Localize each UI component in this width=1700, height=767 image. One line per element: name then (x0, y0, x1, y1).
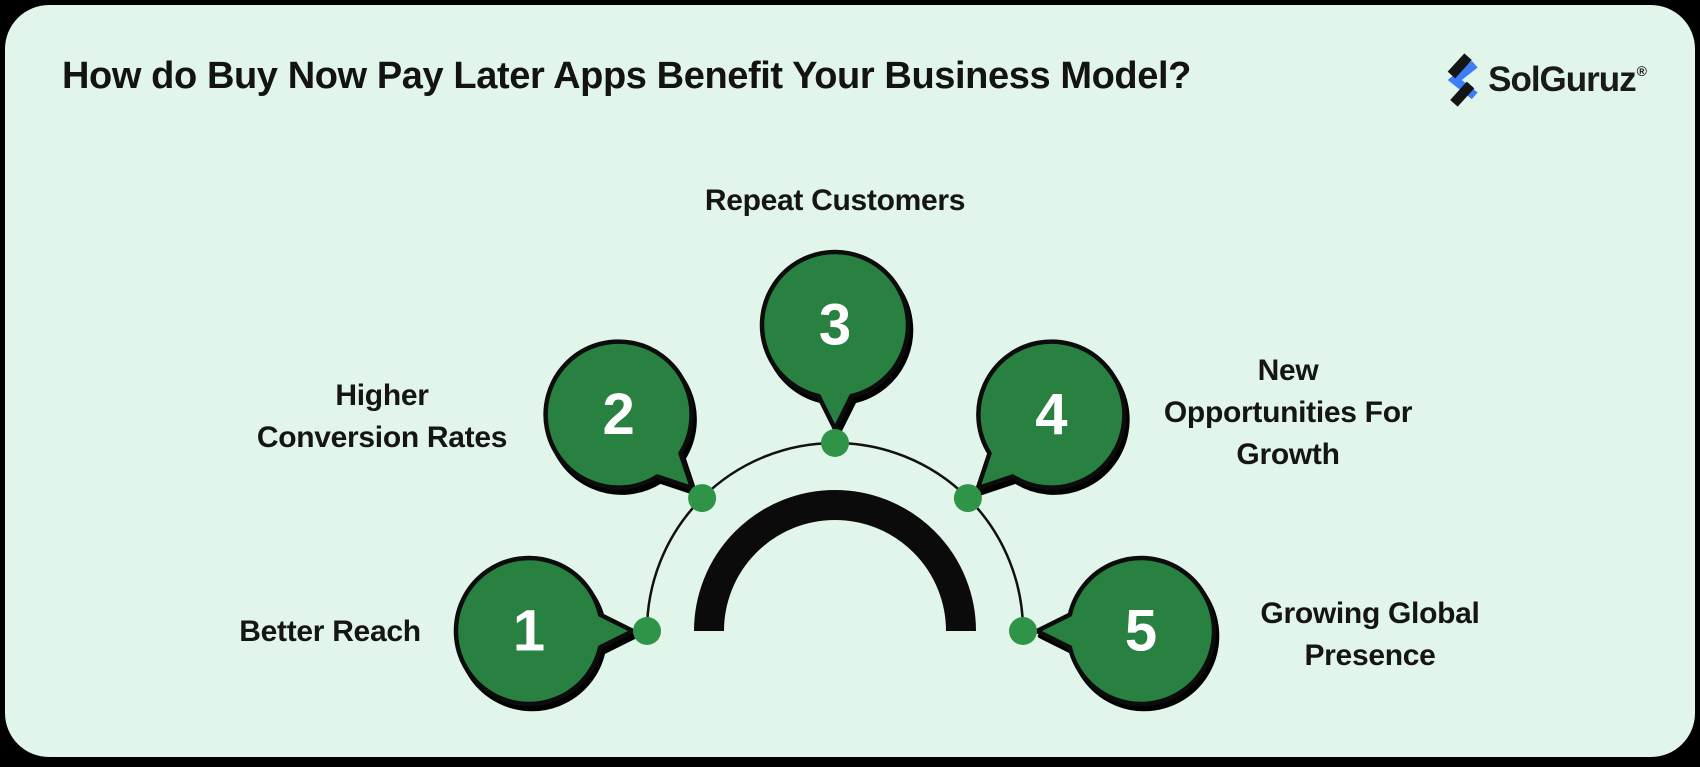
label-line: Repeat Customers (704, 184, 966, 217)
bubble-5-number: 5 (1125, 599, 1157, 664)
bubble-3-number: 3 (819, 293, 851, 358)
dot-2 (688, 484, 717, 513)
label-line: Higher (335, 379, 429, 412)
bubble-2-number: 2 (602, 382, 634, 447)
label-growing-global-presence: Growing Global Presence (1260, 593, 1479, 677)
label-line: Growing Global (1260, 597, 1480, 630)
label-line: Better Reach (239, 615, 421, 648)
benefits-semicircle-diagram: 1 2 3 4 5 (5, 5, 1700, 767)
dot-4 (953, 484, 982, 513)
solguruz-logo-text: SolGuruz® (1488, 60, 1647, 99)
bubble-4-number: 4 (1035, 382, 1067, 447)
label-higher-conversion-rates: Higher Conversion Rates (256, 375, 508, 459)
dot-5 (1009, 617, 1037, 645)
label-line: Presence (1304, 639, 1436, 672)
label-line: Opportunities For (1163, 396, 1413, 429)
label-line: New (1257, 354, 1319, 387)
registered-trademark-symbol: ® (1636, 63, 1647, 80)
label-new-opportunities-for-growth: New Opportunities For Growth (1163, 350, 1413, 476)
page-title: How do Buy Now Pay Later Apps Benefit Yo… (62, 55, 1191, 97)
solguruz-logo-icon (1447, 53, 1478, 107)
dot-3 (821, 429, 849, 457)
infographic-card: How do Buy Now Pay Later Apps Benefit Yo… (5, 5, 1695, 757)
center-arch (694, 490, 976, 632)
label-line: Growth (1236, 438, 1340, 471)
label-repeat-customers: Repeat Customers (704, 180, 966, 222)
label-line: Conversion Rates (256, 421, 508, 454)
dot-1 (633, 617, 661, 645)
solguruz-logo: SolGuruz® (1441, 51, 1647, 109)
bubble-1-number: 1 (513, 599, 545, 664)
label-better-reach: Better Reach (239, 611, 421, 653)
